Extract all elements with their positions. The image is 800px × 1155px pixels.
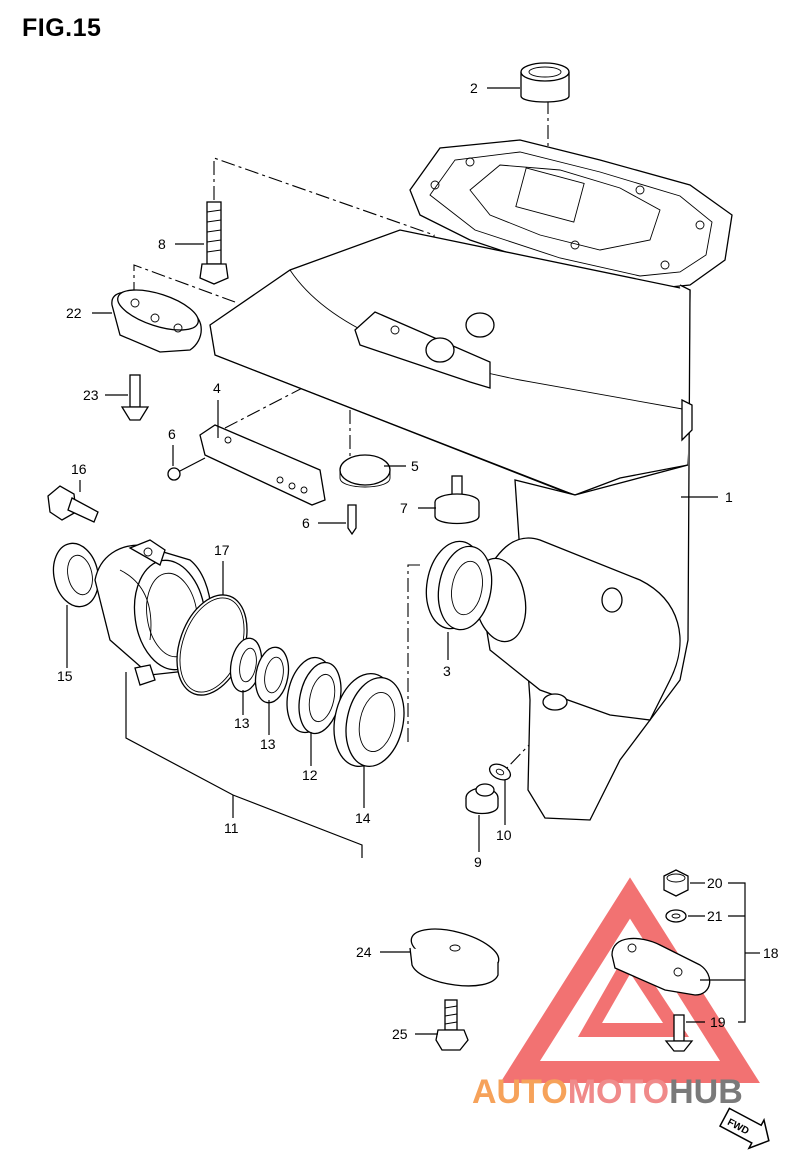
callout-14: 14	[355, 810, 371, 826]
watermark-text: AUTOMOTOHUB	[472, 1073, 743, 1111]
bushing-part-2	[520, 62, 570, 103]
callout-20: 20	[707, 875, 723, 891]
callout-9: 9	[474, 854, 482, 870]
bearing-part-3	[425, 540, 493, 631]
callout-12: 12	[302, 767, 318, 783]
callout-23: 23	[83, 387, 99, 403]
callout-6a: 6	[168, 426, 176, 442]
callout-4: 4	[213, 380, 221, 396]
callout-21: 21	[707, 908, 723, 924]
callout-13a: 13	[234, 715, 250, 731]
fwd-direction-badge: FWD	[718, 1107, 770, 1150]
bearing-part-14	[333, 672, 405, 768]
callout-25: 25	[392, 1026, 408, 1042]
callout-22: 22	[66, 305, 82, 321]
watermark-word-hub: HUB	[669, 1073, 743, 1111]
seal-part-13b	[254, 646, 290, 704]
washer-part-10	[488, 763, 512, 781]
mounting-plate	[409, 139, 733, 291]
bolt-part-8	[199, 201, 229, 285]
watermark-inner-triangle	[577, 946, 689, 1037]
callout-2: 2	[470, 80, 478, 96]
screw-part-23	[120, 374, 150, 421]
bearing-part-12	[286, 656, 342, 735]
callout-13b: 13	[260, 736, 276, 752]
watermark-word-auto: AUTO	[472, 1073, 568, 1111]
gearcase-housing	[209, 139, 733, 821]
grommet-part-24	[409, 928, 500, 987]
trim-tab-part-18	[611, 937, 711, 996]
torpedo-nose	[479, 537, 681, 721]
callout-17: 17	[214, 542, 230, 558]
callout-1: 1	[725, 489, 733, 505]
callout-11: 11	[224, 820, 239, 836]
grommet-part-22	[111, 289, 202, 353]
callout-16: 16	[71, 461, 87, 477]
callout-7: 7	[400, 500, 408, 516]
callout-6b: 6	[302, 515, 310, 531]
screw-part-6b	[347, 504, 357, 536]
watermark-word-moto: MOTO	[568, 1073, 669, 1111]
callout-8: 8	[158, 236, 166, 252]
callout-labels: 2 1 3 4 6 6 5 7 8 22 23 16 15 17 13 13 1…	[57, 80, 779, 1042]
callout-19: 19	[710, 1014, 726, 1030]
callout-18: 18	[763, 945, 779, 961]
bolt-part-16	[47, 485, 99, 523]
bolt-part-25	[435, 999, 469, 1051]
washer-part-21	[665, 909, 687, 923]
screw-part-19	[664, 1014, 694, 1052]
plate-slot	[354, 311, 491, 389]
disc-part-5	[339, 454, 391, 488]
screw-part-6a	[167, 457, 206, 481]
screw-part-9	[465, 783, 499, 815]
callout-24: 24	[356, 944, 372, 960]
leader-lines	[66, 87, 760, 1035]
callout-10: 10	[496, 827, 512, 843]
figure-title: FIG.15	[22, 14, 102, 42]
callout-5: 5	[411, 458, 419, 474]
nut-part-20	[663, 869, 689, 897]
plate-part-4	[199, 424, 326, 506]
grommet-part-7	[434, 475, 480, 525]
callout-15: 15	[57, 668, 73, 684]
callout-3: 3	[443, 663, 451, 679]
